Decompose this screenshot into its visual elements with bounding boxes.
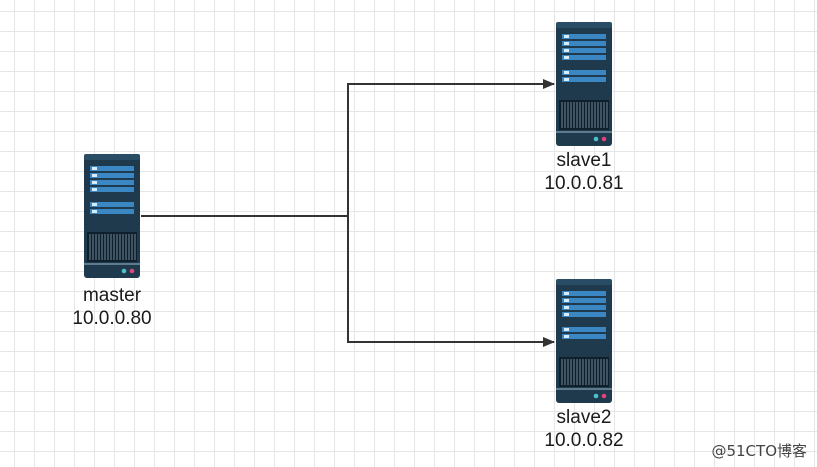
node-slave1[interactable]: slave1 10.0.0.81 [524, 22, 644, 195]
server-rack-icon [556, 22, 612, 146]
node-slave1-ip: 10.0.0.81 [544, 173, 624, 194]
server-rack-icon [84, 154, 140, 278]
node-slave2[interactable]: slave2 10.0.0.82 [524, 279, 644, 452]
node-master-ip: 10.0.0.80 [72, 308, 152, 329]
node-master-name: master [82, 285, 142, 306]
edge-master-slave1 [141, 79, 555, 217]
node-slave2-name: slave2 [556, 407, 612, 428]
node-master[interactable]: master 10.0.0.80 [52, 154, 172, 330]
edge-master-slave2 [347, 216, 555, 347]
node-slave1-name: slave1 [556, 150, 612, 171]
node-slave2-ip: 10.0.0.82 [544, 430, 624, 451]
server-rack-icon [556, 279, 612, 403]
watermark-text: @51CTO博客 [711, 442, 807, 460]
